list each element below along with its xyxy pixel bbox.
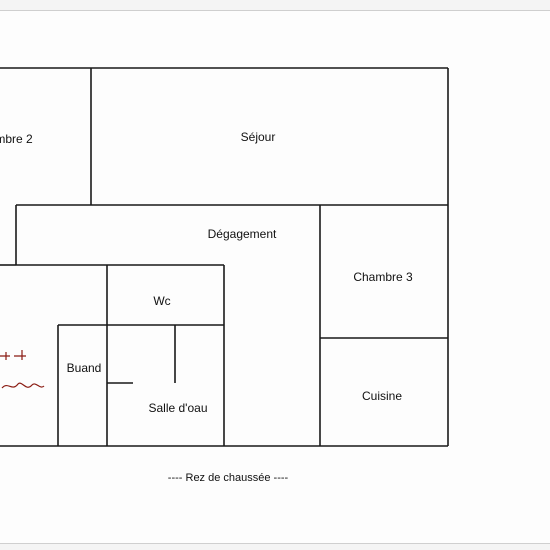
handwritten-marks [0,350,45,389]
room-label-buand: Buand [66,361,102,375]
room-label-salle-d-eau: Salle d'oau [148,401,208,415]
room-label-sejour: Séjour [240,130,276,144]
room-label-cuisine: Cuisine [361,389,403,403]
room-label-chambre-2: mbre 2 [0,132,33,146]
room-label-chambre-3: Chambre 3 [353,270,413,284]
room-label-wc: Wc [153,294,171,308]
plan-caption: ---- Rez de chaussée ---- [167,472,289,484]
room-label-degagement: Dégagement [207,227,277,241]
